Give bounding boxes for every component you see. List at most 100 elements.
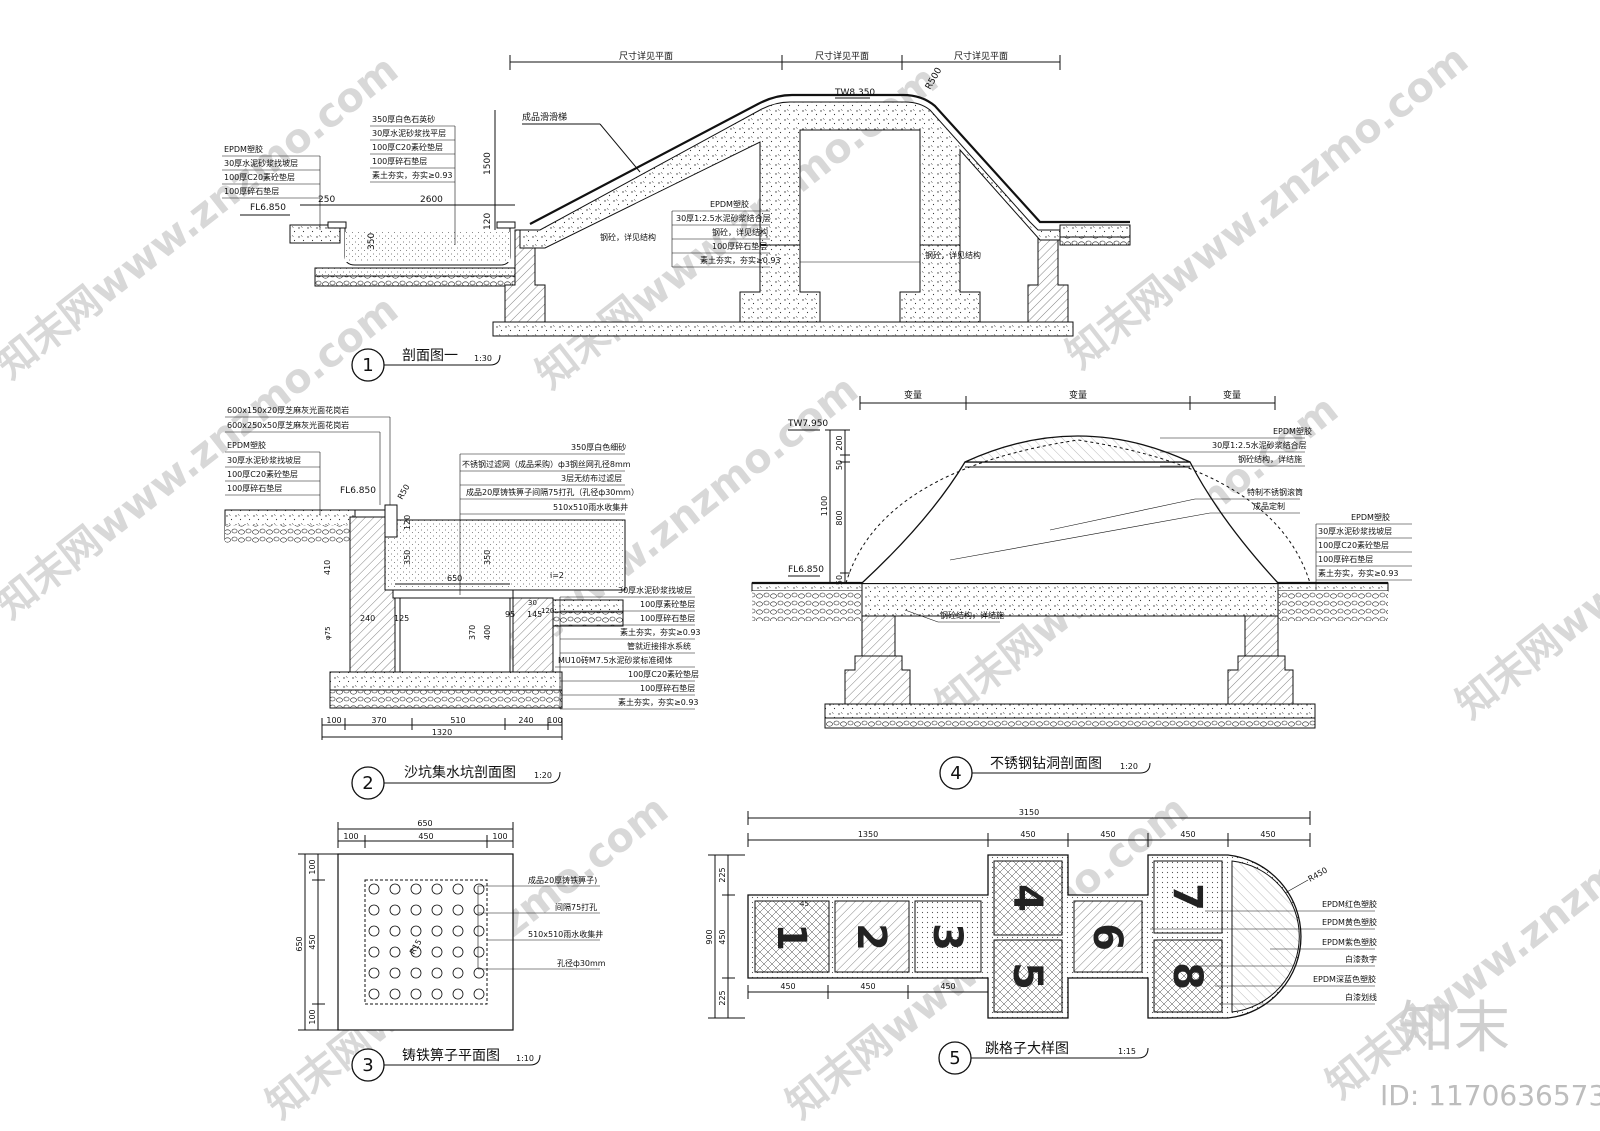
grate-hole [431,988,443,1000]
layer-label: 350厚白色石英砂 [372,114,435,124]
layer-label: 素土夯实，夯实≥0.93 [620,627,701,637]
dim: 145 [527,610,542,619]
brand-logo: 知末 [1398,996,1510,1061]
layer-label: 100厚碎石垫层 [1318,554,1373,564]
slide-label: 成品滑滑梯 [522,111,567,123]
dim: φ75 [324,626,332,640]
dim: 450 [940,982,955,991]
radius: R50 [396,483,412,501]
legend-item: 白漆数字 [1345,954,1377,964]
section-title: 沙坑集水坑剖面图 [404,764,516,781]
level-fl: FL6.850 [250,203,286,213]
grate-hole [410,946,422,958]
dim-total: 3150 [1019,808,1039,817]
section-number: 4 [950,763,961,784]
grate-hole [368,925,380,937]
grate-hole [431,904,443,916]
section-number: 2 [362,773,373,794]
dim-total: 650 [417,819,432,828]
dim: 200 [835,435,844,450]
section-1: 尺寸详见平面 尺寸详见平面 尺寸详见平面 FL6.850 250 2600 35… [222,50,1131,382]
image-id: ID: 1170636573 [1380,1079,1600,1112]
layer-label: 管就近接排水系统 [627,641,691,651]
dim: 350 [403,550,412,565]
layer-label: EPDM塑胶 [1273,426,1312,436]
layer-label: 素土夯实，夯实≥0.93 [372,170,453,180]
dim-total: 650 [295,936,304,951]
left-layer-list: 600x150x20厚芝麻灰光面花岗岩 600x250x50厚芝麻灰光面花岗岩 … [225,405,391,515]
sand-layer-list: 350厚白色石英砂 30厚水泥砂浆找平层 100厚C20素砼垫层 100厚碎石垫… [370,114,456,245]
grate-hole [410,883,422,895]
grate-hole [431,925,443,937]
dim-total: 1320 [432,728,452,737]
dim: 410 [323,560,332,575]
grate-hole [368,946,380,958]
right-layer-list: EPDM塑胶 30厚水泥砂浆找坡层 100厚C20素砼垫层 100厚碎石垫层 素… [1315,512,1412,590]
layer-label: 100厚C20素砼垫层 [628,669,699,679]
label: 成品20厚铸铁箅子) [528,875,597,885]
dim: 250 [318,195,335,205]
layer-label: 100厚碎石垫层 [227,483,282,493]
dim-label: 尺寸详见平面 [815,50,869,62]
section-scale: 1:20 [1120,762,1138,771]
right-top-list: 350厚白色细砂 不锈钢过滤网（成品采购）ф3钢丝网孔径8mm 3层无纺布过滤层… [459,442,639,595]
dim: 370 [371,716,386,725]
slope: i=2 [550,571,564,580]
grate-hole [389,967,401,979]
layer-label: MU10砖M7.5水泥砂浆标准砌体 [558,655,673,665]
dim: 450 [1180,830,1195,839]
dim-label: 变量 [1069,389,1087,401]
layer-label: 510x510雨水收集井 [553,502,628,512]
dim: 45 [800,900,809,908]
cell-number: 1 [768,923,814,951]
layer-label: EPDM塑胶 [1351,512,1390,522]
grate-hole [452,946,464,958]
section-scale: 1:30 [474,354,492,363]
dim: 225 [718,990,727,1005]
dim: 400 [483,625,492,640]
layer-label: EPDM塑胶 [710,199,749,209]
dim: 350 [367,233,377,250]
legend: EPDM红色塑胶 EPDM黄色塑胶 EPDM紫色塑胶 白漆数字 EPDM深蓝色塑… [1150,899,1377,1005]
note: 钢砼结构，详结施 [940,610,1004,620]
tunnel-label: 特制不锈钢滚筒 [1247,487,1303,497]
layer-label: 素土夯实，夯实≥0.93 [1318,568,1399,578]
legend-item: 白漆划线 [1345,992,1377,1002]
layer-label: 成品20厚铸铁箅子间隔75打孔（孔径ф30mm） [466,487,639,497]
layer-label: 600x250x50厚芝麻灰光面花岗岩 [227,420,349,430]
dim: 450 [418,832,433,841]
radius: R450 [1307,866,1330,884]
dim: 650 [447,574,462,583]
grate-hole [452,988,464,1000]
label: 孔径ф30mm [557,958,606,968]
dim: 30 [528,599,537,607]
dim: 450 [1260,830,1275,839]
grate-hole [389,925,401,937]
layer-label: 30厚水泥砂浆找坡层 [618,585,692,595]
section-title: 剖面图一 [402,348,458,364]
dim: 370 [468,625,477,640]
hole-grid [368,883,485,1000]
dim-label: 变量 [1223,389,1241,401]
layer-label: 100厚C20素砼垫层 [227,469,298,479]
dim: 50 [835,460,844,470]
dim: 100 [308,859,317,874]
section-number: 5 [949,1048,960,1069]
dim-total: 1100 [820,496,829,516]
layer-label: 100厚C20素砼垫层 [1318,540,1389,550]
grate-hole [473,925,485,937]
dim: 1500 [483,152,493,175]
layer-label: 素土夯实，夯实≥0.93 [618,697,699,707]
layer-label: 30厚水泥砂浆找坡层 [227,455,301,465]
section-title: 铸铁箅子平面图 [402,1048,500,1064]
section-4: 变量 变量 变量 TW7.950 200 50 800 50 1100 FL6.… [751,389,1412,790]
layer-label: 100厚C20素砼垫层 [372,142,443,152]
dim: 510 [450,716,465,725]
section-scale: 1:15 [1118,1047,1136,1056]
section-title: 跳格子大样图 [985,1041,1069,1057]
grate-hole [473,946,485,958]
watermark: 知末网www.znzmo.com [1448,386,1600,727]
cell-number: 4 [1004,884,1050,912]
grate-hole [473,904,485,916]
